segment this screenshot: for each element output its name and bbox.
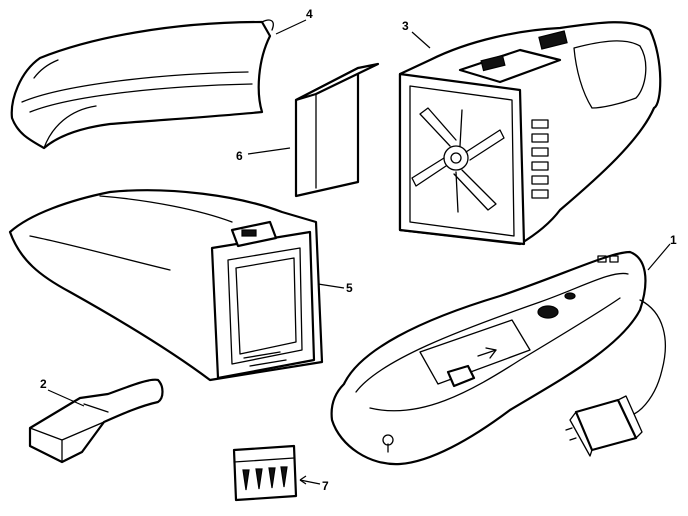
part-5-dust-bowl — [8, 189, 324, 382]
part-2-crevice-tool — [28, 378, 164, 464]
part-4-curved-cover — [10, 19, 274, 150]
part-7-screw-card — [232, 444, 298, 502]
leader-7 — [299, 479, 321, 485]
callout-7: 7 — [322, 479, 329, 493]
part-3-motor-housing — [398, 21, 662, 246]
leader-1 — [647, 243, 671, 271]
charger-adapter — [565, 299, 666, 457]
leader-lines — [47, 19, 671, 485]
callout-1: 1 — [670, 233, 677, 247]
leader-5 — [317, 283, 345, 289]
callout-3: 3 — [402, 19, 409, 33]
part-6-filter-block — [294, 62, 380, 198]
callout-5: 5 — [346, 281, 353, 295]
leader-2 — [47, 389, 85, 407]
callout-6: 6 — [236, 149, 243, 163]
rear-switch-block — [480, 54, 506, 72]
callout-4: 4 — [306, 7, 313, 21]
leader-3 — [411, 31, 431, 49]
callout-2: 2 — [40, 377, 47, 391]
leader-4 — [275, 19, 307, 35]
top-switch-block — [538, 30, 568, 50]
part-1-charging-base — [330, 250, 647, 466]
leader-6 — [247, 147, 291, 155]
